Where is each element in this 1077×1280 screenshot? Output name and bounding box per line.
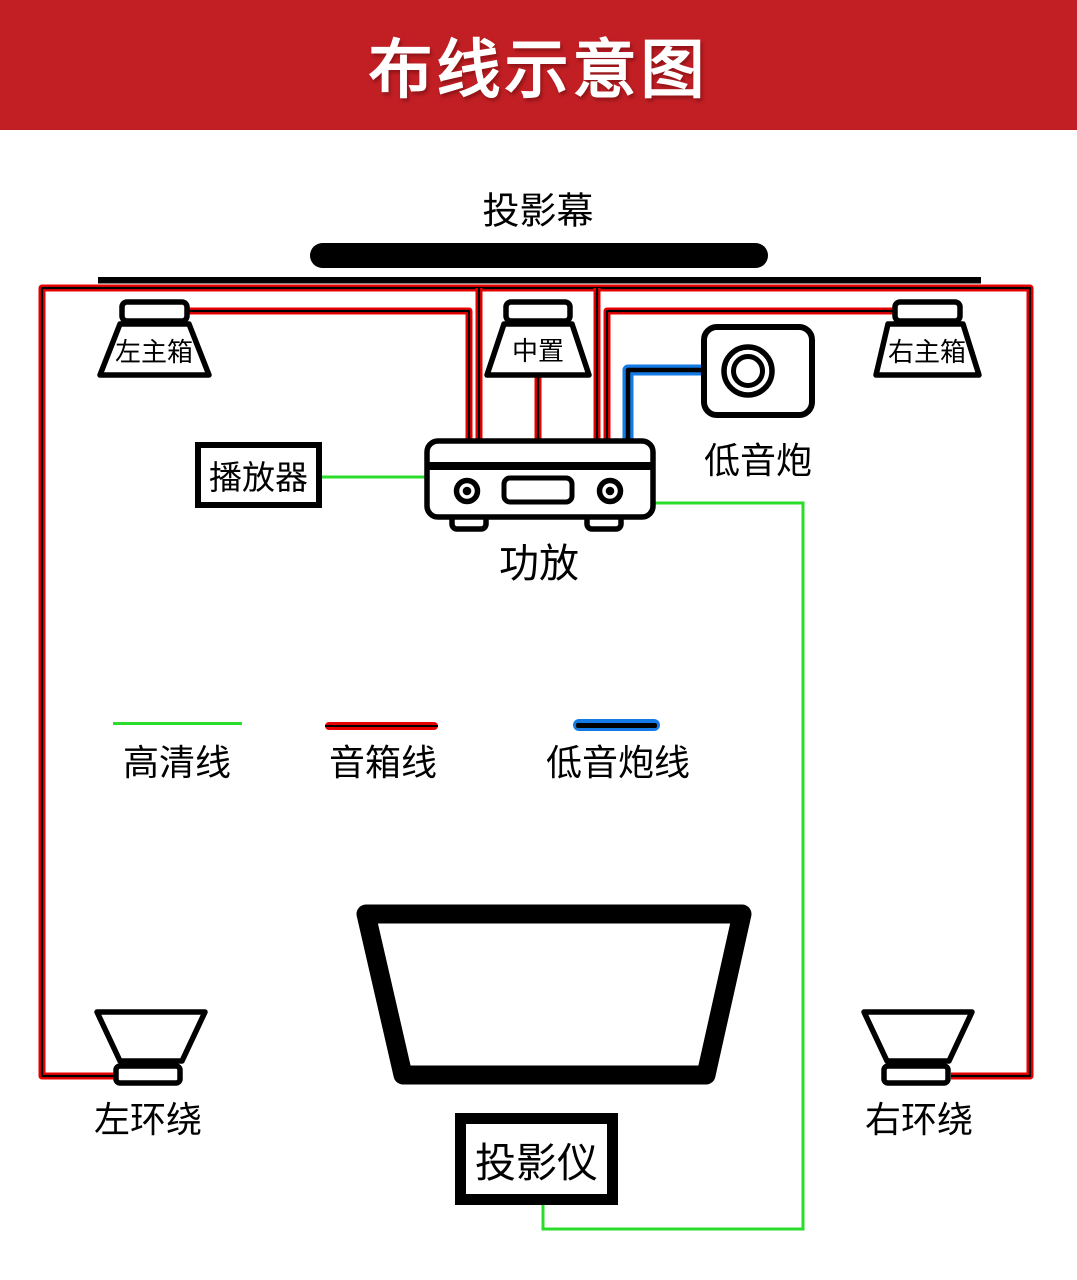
subwoofer-icon — [701, 324, 815, 418]
right-surround-speaker-icon — [861, 1009, 975, 1086]
left-main-speaker-icon — [97, 299, 212, 378]
projector-label: 投影仪 — [475, 1140, 598, 1186]
wire-left-main — [186, 311, 469, 446]
wire-subwoofer — [628, 370, 704, 446]
legend-hdmi-label: 高清线 — [122, 742, 232, 783]
projection-screen-icon — [310, 243, 768, 268]
center-speaker-icon — [484, 299, 592, 378]
player-box: 播放器 — [195, 442, 322, 508]
player-label: 播放器 — [209, 459, 308, 496]
left-surround-speaker-icon — [94, 1009, 208, 1086]
legend-speaker-line-swatch — [325, 722, 438, 730]
subwoofer-label: 低音炮 — [703, 440, 813, 481]
legend-subwoofer-label: 低音炮线 — [545, 742, 691, 783]
left-surround-label: 左环绕 — [93, 1099, 203, 1140]
screen-label: 投影幕 — [482, 190, 594, 232]
projector-box: 投影仪 — [455, 1113, 618, 1205]
right-main-speaker-icon — [873, 299, 982, 378]
amplifier-icon — [424, 438, 656, 532]
wire-hdmi-amp-to-projector — [541, 501, 805, 1231]
page-title: 布线示意图 — [368, 34, 709, 106]
right-surround-label: 右环绕 — [864, 1099, 974, 1140]
projector-icon — [356, 904, 752, 1085]
legend-subwoofer-line-swatch — [573, 719, 660, 731]
amplifier-label: 功放 — [499, 542, 579, 586]
legend-hdmi-line-swatch — [113, 722, 242, 725]
left-main-speaker-label: 左主箱 — [114, 337, 194, 367]
header-banner: 布线示意图 — [0, 0, 1077, 130]
right-main-speaker-label: 右主箱 — [887, 337, 967, 367]
legend-speaker-label: 音箱线 — [328, 742, 438, 783]
center-speaker-label: 中置 — [511, 336, 565, 366]
wall-line — [98, 277, 981, 284]
